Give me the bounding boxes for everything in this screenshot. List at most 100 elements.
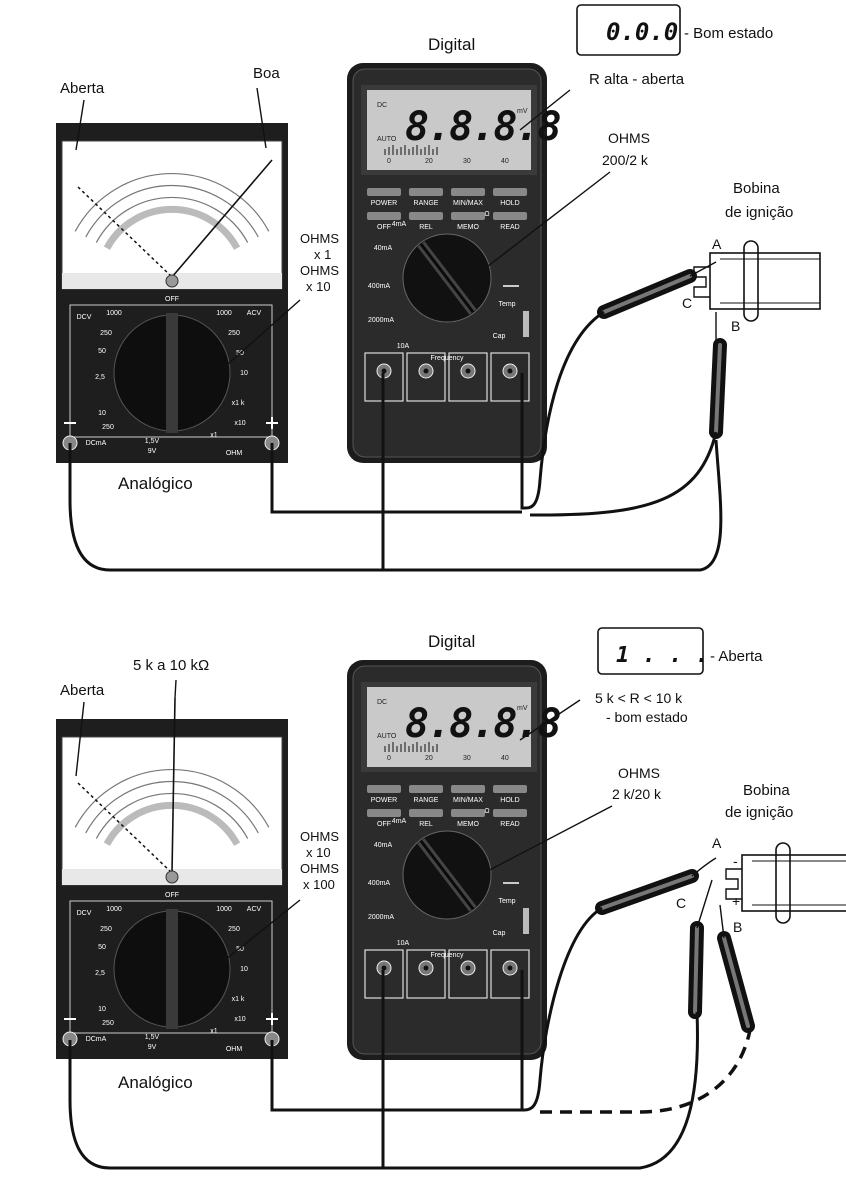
meter-button-label: OFF bbox=[377, 821, 391, 828]
range-note-2: - bom estado bbox=[606, 709, 688, 725]
scale-arc bbox=[85, 184, 259, 238]
lcd-digits: 8.8.8.8 bbox=[405, 701, 560, 747]
reading-note: - Aberta bbox=[710, 648, 763, 665]
input-jack-frame bbox=[448, 949, 488, 999]
meter-button[interactable] bbox=[409, 809, 443, 817]
dial-range-label: Frequency bbox=[430, 952, 464, 959]
analog-range-label: OFF bbox=[165, 296, 179, 303]
probe-black-top bbox=[709, 338, 727, 439]
dial-range-label: 4mA bbox=[392, 818, 407, 825]
coil-label-2: de ignição bbox=[725, 204, 793, 221]
terminal-c: C bbox=[682, 295, 692, 311]
jack-hole bbox=[507, 368, 513, 374]
lcd-mv-label: mV bbox=[517, 705, 528, 712]
test-lead bbox=[520, 906, 603, 1112]
coil-terminal-c bbox=[725, 868, 742, 900]
dial-range-label: 10A bbox=[397, 940, 410, 947]
meter-button[interactable] bbox=[367, 188, 401, 196]
analog-range-label: 250 bbox=[102, 1020, 114, 1027]
analog-range-label: 1000 bbox=[106, 310, 122, 317]
lcd-scale-tick: 20 bbox=[425, 755, 433, 762]
lcd-scale-tick: 0 bbox=[387, 158, 391, 165]
jack-hole bbox=[465, 965, 471, 971]
lcd-screen bbox=[367, 90, 531, 170]
analog-range-label: 10 bbox=[240, 966, 248, 973]
lcd-auto-label: AUTO bbox=[377, 136, 397, 143]
meter-button-label: HOLD bbox=[500, 797, 519, 804]
analog-ohms-1: OHMS bbox=[300, 829, 339, 844]
side-slot bbox=[523, 311, 529, 337]
meter-button[interactable] bbox=[451, 188, 485, 196]
lcd-scale-tick: 30 bbox=[463, 158, 471, 165]
dial-range-label: Temp bbox=[498, 898, 515, 905]
test-lead bbox=[530, 431, 718, 517]
lcd-dc-label: DC bbox=[377, 102, 387, 109]
ignition-coil bbox=[725, 842, 846, 924]
test-lead bbox=[270, 1040, 522, 1112]
terminal-c: C bbox=[676, 895, 686, 911]
test-lead bbox=[520, 310, 605, 510]
analog-scale-window bbox=[61, 140, 283, 290]
ohms-leader bbox=[469, 171, 611, 281]
probe-tip-b bbox=[719, 904, 725, 939]
analog-range-label: x1 k bbox=[232, 400, 245, 407]
meter-button[interactable] bbox=[493, 809, 527, 817]
meter-button-label: READ bbox=[500, 821, 519, 828]
meter-button[interactable] bbox=[451, 785, 485, 793]
probe-highlight bbox=[714, 343, 722, 434]
range-panel bbox=[69, 900, 273, 1034]
test-lead bbox=[383, 439, 723, 572]
dial-range-label: 40mA bbox=[374, 842, 393, 849]
meter-button-label: REL bbox=[419, 224, 433, 231]
meter-button[interactable] bbox=[367, 785, 401, 793]
analog-range-label: 50 bbox=[98, 348, 106, 355]
analog-range-label: 10 bbox=[240, 370, 248, 377]
meter-button[interactable] bbox=[451, 212, 485, 220]
analog-range-label: 2,5 bbox=[95, 374, 105, 381]
meter-button[interactable] bbox=[493, 785, 527, 793]
dial-pointer-highlight bbox=[419, 243, 475, 313]
analog-range-label: OHM bbox=[226, 450, 243, 457]
boa-label: Boa bbox=[253, 65, 280, 82]
lcd-mv-label: mV bbox=[517, 108, 528, 115]
terminal-a: A bbox=[712, 236, 722, 252]
terminal-a: A bbox=[712, 835, 722, 851]
analog-range-label: x1 bbox=[210, 432, 218, 439]
dial-range-label: Ω bbox=[484, 211, 489, 218]
coil-terminal-c bbox=[693, 266, 710, 298]
meter-button-label: READ bbox=[500, 224, 519, 231]
digital-title: Digital bbox=[428, 35, 475, 54]
dial-range-label: Ω bbox=[484, 808, 489, 815]
meter-button[interactable] bbox=[451, 809, 485, 817]
analog-range-label: DCmA bbox=[86, 440, 107, 447]
meter-button[interactable] bbox=[409, 212, 443, 220]
coil-label-2: de ignição bbox=[725, 804, 793, 821]
analog-range-label: 250 bbox=[100, 330, 112, 337]
terminal-b: B bbox=[733, 919, 742, 935]
probe-red-top bbox=[597, 269, 697, 319]
analog-range-label: 10 bbox=[98, 410, 106, 417]
analog-range-label: 1000 bbox=[106, 906, 122, 913]
side-slot bbox=[523, 908, 529, 934]
dial-knob-bar bbox=[166, 909, 178, 1029]
open-note-leader bbox=[519, 89, 571, 131]
meter-button[interactable] bbox=[367, 809, 401, 817]
meter-button[interactable] bbox=[409, 188, 443, 196]
meter-button[interactable] bbox=[493, 188, 527, 196]
meter-button[interactable] bbox=[493, 212, 527, 220]
open-note: R alta - aberta bbox=[589, 71, 685, 88]
jack-hole bbox=[507, 965, 513, 971]
analog-range-label: 250 bbox=[100, 926, 112, 933]
probe-tip-c bbox=[696, 879, 713, 929]
meter-button[interactable] bbox=[409, 785, 443, 793]
dial-range-label: Cap bbox=[493, 333, 506, 340]
input-jack-frame bbox=[406, 949, 446, 999]
dial-range-label: 4mA bbox=[392, 221, 407, 228]
meter-button[interactable] bbox=[367, 212, 401, 220]
probe-tip-a bbox=[689, 261, 717, 277]
needle-pivot bbox=[165, 870, 179, 884]
analog-range-label: x10 bbox=[234, 1016, 245, 1023]
aberta-label: Aberta bbox=[60, 80, 105, 97]
